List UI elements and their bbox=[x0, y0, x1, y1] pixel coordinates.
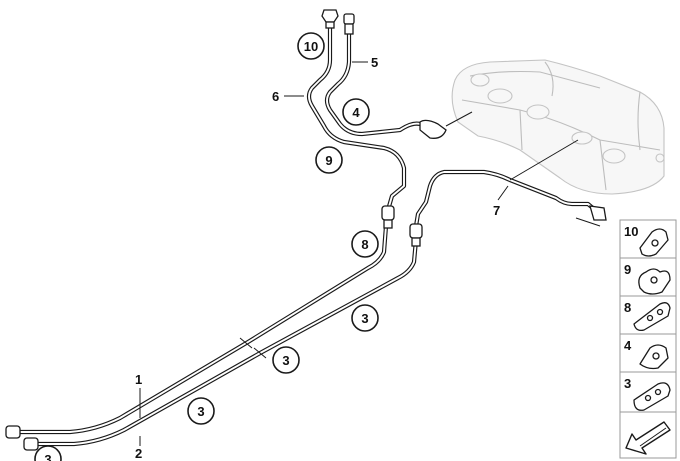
svg-text:3: 3 bbox=[197, 404, 204, 419]
callout-9: 9 bbox=[315, 146, 343, 174]
clip-8-icon bbox=[633, 302, 671, 332]
connector-tank-right bbox=[589, 205, 607, 221]
callout-10: 10 bbox=[297, 32, 325, 60]
pipe-end-fittings bbox=[5, 425, 39, 451]
callout-3-bottom-left: 3 bbox=[34, 445, 62, 461]
legend-item-8: 8 bbox=[619, 295, 677, 335]
svg-text:8: 8 bbox=[624, 300, 631, 315]
direction-arrow-icon bbox=[625, 421, 671, 455]
connector-8-right bbox=[409, 223, 423, 247]
label-5: 5 bbox=[371, 55, 378, 70]
legend-item-3: 3 bbox=[619, 371, 677, 413]
svg-text:3: 3 bbox=[361, 311, 368, 326]
pipe-5 bbox=[324, 29, 423, 137]
callout-3-lower: 3 bbox=[187, 397, 215, 425]
clip-4-icon bbox=[639, 344, 669, 370]
legend-item-10: 10 bbox=[619, 219, 677, 259]
pipe-7 bbox=[413, 169, 603, 229]
svg-text:3: 3 bbox=[44, 452, 51, 461]
svg-text:9: 9 bbox=[325, 153, 332, 168]
fitting-top-left bbox=[321, 9, 339, 29]
pipe-1 bbox=[15, 223, 389, 435]
legend-item-9: 9 bbox=[619, 257, 677, 297]
legend-item-4: 4 bbox=[619, 333, 677, 373]
callout-8: 8 bbox=[351, 230, 379, 258]
connector-8-left bbox=[381, 205, 395, 229]
fuel-tank bbox=[451, 59, 665, 195]
clip-10-icon bbox=[639, 228, 669, 257]
clip-9-icon bbox=[638, 268, 671, 295]
pipe-6 bbox=[306, 23, 407, 213]
callout-4: 4 bbox=[342, 98, 370, 126]
pipe-2 bbox=[33, 237, 419, 447]
legend-panel: 10 9 8 4 bbox=[619, 219, 677, 459]
callout-3-upper: 3 bbox=[351, 304, 379, 332]
svg-text:8: 8 bbox=[361, 237, 368, 252]
label-7: 7 bbox=[493, 203, 500, 218]
direction-arrow bbox=[619, 411, 677, 459]
svg-text:4: 4 bbox=[624, 338, 632, 353]
svg-text:3: 3 bbox=[624, 376, 631, 391]
svg-text:4: 4 bbox=[352, 105, 360, 120]
svg-text:10: 10 bbox=[304, 39, 318, 54]
svg-text:10: 10 bbox=[624, 224, 638, 239]
svg-text:9: 9 bbox=[624, 262, 631, 277]
label-6: 6 bbox=[272, 89, 279, 104]
callout-3-middle: 3 bbox=[272, 346, 300, 374]
fitting-tank-connector bbox=[419, 111, 473, 139]
label-1: 1 bbox=[135, 372, 142, 387]
svg-text:3: 3 bbox=[282, 353, 289, 368]
label-2: 2 bbox=[135, 446, 142, 461]
fitting-top-right bbox=[343, 13, 355, 35]
leader-7 bbox=[497, 185, 509, 201]
clip-3-icon bbox=[633, 382, 671, 411]
